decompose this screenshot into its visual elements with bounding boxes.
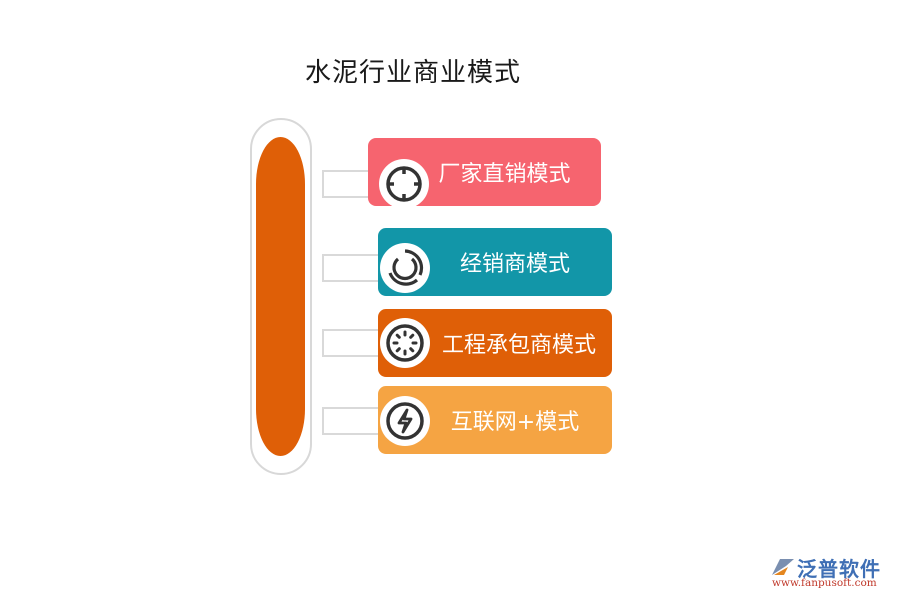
model-label: 工程承包商模式 xyxy=(441,333,596,358)
model-label: 厂家直销模式 xyxy=(438,162,571,187)
crosshair-icon xyxy=(379,159,429,209)
lightning-icon xyxy=(380,396,430,446)
model-label: 互联网+模式 xyxy=(450,410,580,435)
diagram-title: 水泥行业商业模式 xyxy=(304,58,521,88)
fanpu-logo-icon xyxy=(772,559,794,575)
refresh-circle-icon xyxy=(380,243,430,293)
loading-spinner-icon xyxy=(380,318,430,368)
model-label: 经销商模式 xyxy=(459,252,570,277)
watermark-name: 泛普软件 xyxy=(797,557,881,581)
orange-bar xyxy=(256,137,305,456)
watermark-logo: 泛普软件 www.fanpusoft.com xyxy=(770,553,895,593)
watermark-url: www.fanpusoft.com xyxy=(772,577,877,589)
